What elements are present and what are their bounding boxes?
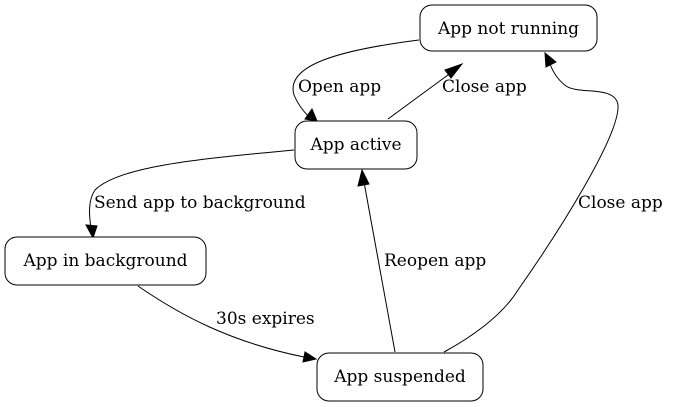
svg-text:App in background: App in background	[22, 251, 187, 271]
edge-reopen-app	[357, 168, 396, 353]
node-app-in-background: App in background	[4, 236, 207, 286]
edge-label-close-app-active: Close app	[442, 77, 527, 97]
arrowhead	[85, 224, 98, 240]
edge-label-close-app-suspended: Close app	[578, 193, 663, 213]
edge-30s-expires	[137, 285, 318, 363]
edge-label-open-app: Open app	[298, 77, 381, 97]
svg-text:App not running: App not running	[437, 19, 579, 39]
svg-text:App suspended: App suspended	[333, 367, 466, 387]
edge-close-app-suspended	[443, 51, 619, 353]
edge-label-send-to-background: Send app to background	[94, 193, 306, 213]
edge-open-app	[292, 39, 420, 122]
edge-label-30s-expires: 30s expires	[216, 309, 315, 329]
edge-close-app-active	[387, 62, 464, 120]
arrowhead	[444, 62, 464, 79]
svg-text:App active: App active	[309, 135, 401, 155]
arrowhead	[357, 168, 370, 187]
edge-send-to-background	[85, 149, 295, 240]
arrowhead	[302, 351, 318, 363]
node-app-not-running: App not running	[419, 4, 598, 52]
arrowhead	[304, 107, 318, 122]
node-app-suspended: App suspended	[316, 352, 484, 402]
node-app-active: App active	[294, 120, 418, 170]
edge-label-reopen-app: Reopen app	[384, 251, 486, 271]
arrowhead	[544, 51, 557, 68]
